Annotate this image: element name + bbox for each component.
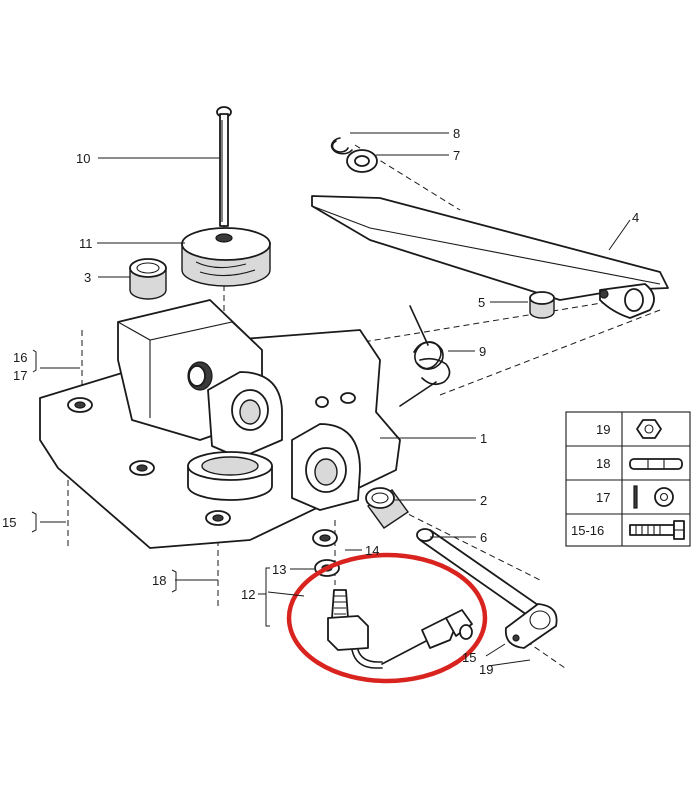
part-12-switch-assembly	[327, 589, 473, 669]
callout-2: 2	[480, 493, 487, 508]
callout-6: 6	[480, 530, 487, 545]
part-1-bracket-housing	[39, 299, 401, 549]
callout-labels: 10 11 3 8 7 4 5 9 16 17 1 2 6 15 14 13 1…	[2, 126, 639, 677]
pin-icon	[629, 458, 683, 470]
callout-7: 7	[453, 148, 460, 163]
callout-15-left: 15	[2, 515, 16, 530]
callout-1: 1	[480, 431, 487, 446]
part-7-washer	[346, 149, 378, 173]
part-9-torsion-spring	[399, 305, 451, 407]
callout-4: 4	[632, 210, 639, 225]
part-11-roller	[181, 227, 271, 287]
callout-14: 14	[365, 543, 379, 558]
callout-3: 3	[84, 270, 91, 285]
part-4-lever-arm	[311, 195, 669, 319]
callout-16: 16	[13, 350, 27, 365]
callout-13: 13	[272, 562, 286, 577]
hardware-legend: 19 18 17 15-16	[565, 411, 691, 547]
callout-5: 5	[478, 295, 485, 310]
callout-17: 17	[13, 368, 27, 383]
callout-18: 18	[152, 573, 166, 588]
part-14-washer	[312, 529, 338, 547]
callout-10: 10	[76, 151, 90, 166]
part-6-shaft	[416, 528, 558, 649]
callout-12: 12	[241, 587, 255, 602]
nut-icon	[636, 419, 662, 439]
part-5-small-bushing	[529, 291, 555, 319]
part-3-bushing	[129, 258, 167, 300]
washer-icon	[633, 485, 674, 509]
leader-lines	[31, 132, 631, 667]
legend-label-15-16: 15-16	[571, 523, 604, 538]
part-10-pin	[216, 106, 232, 227]
callout-8: 8	[453, 126, 460, 141]
bolt-icon	[629, 520, 685, 540]
highlight-ellipse	[286, 552, 488, 684]
legend-label-17: 17	[596, 490, 610, 505]
callout-19: 19	[479, 662, 493, 677]
callout-15-right: 15	[462, 650, 476, 665]
callout-11: 11	[79, 236, 93, 251]
legend-label-18: 18	[596, 456, 610, 471]
part-2-bushing	[365, 487, 409, 529]
legend-label-19: 19	[596, 422, 610, 437]
callout-9: 9	[479, 344, 486, 359]
part-8-circlip	[330, 137, 353, 155]
